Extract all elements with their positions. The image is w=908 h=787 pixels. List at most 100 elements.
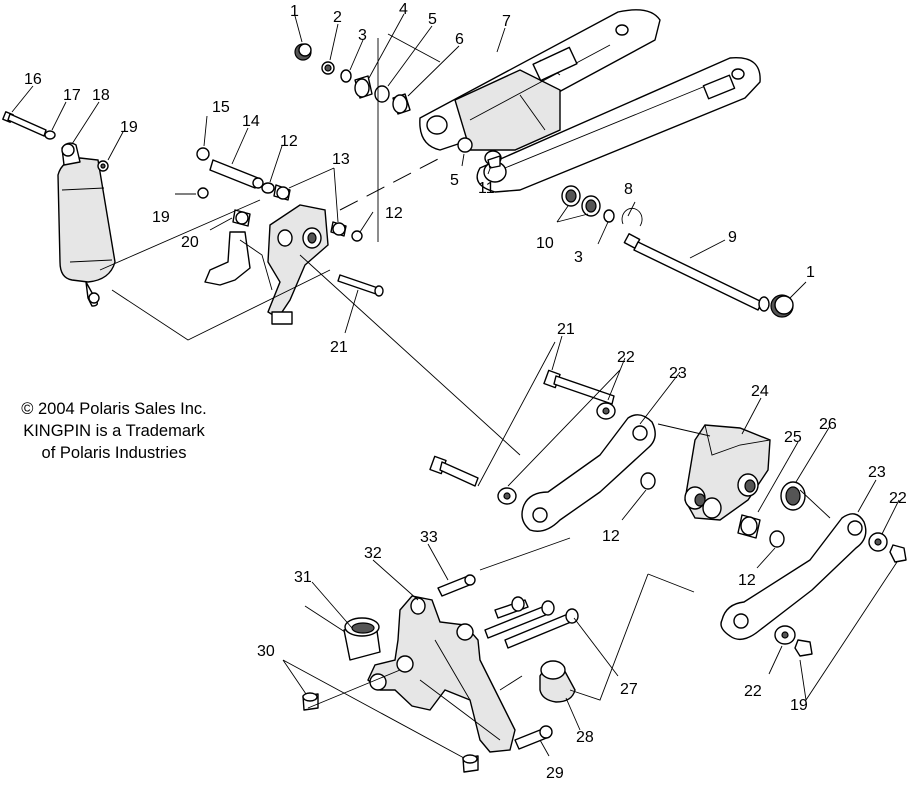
seal-5-lower [457,137,473,153]
washer-2 [321,61,335,75]
callout-6: 6 [455,31,464,48]
callout-20: 20 [181,234,199,251]
pin-29 [514,725,553,750]
bolt-21-lower [429,455,479,487]
bolt-21-upper [543,369,615,405]
pin-33 [437,574,476,597]
callout-29: 29 [546,765,564,782]
washer-22-upper [596,402,616,420]
bolt-9 [623,233,770,312]
callout-21-upper: 21 [557,321,575,338]
snap-ring-8 [621,207,643,227]
bushing-13-left [273,184,291,201]
callout-27: 27 [620,681,638,698]
copyright-line-2: KINGPIN is a Trademark [23,422,205,440]
callout-12-link: 12 [602,528,620,545]
callout-12-lower: 12 [738,572,756,589]
callout-22-upper: 22 [617,349,635,366]
callout-22-right: 22 [889,490,907,507]
callout-18: 18 [92,87,110,104]
washer-17 [44,130,56,140]
washer-22-lower [497,487,517,505]
washer-22-right [868,532,888,552]
copyright-line-1: © 2004 Polaris Sales Inc. [21,400,207,418]
callout-33: 33 [420,529,438,546]
callout-16: 16 [24,71,42,88]
nut-19-bottom [794,639,813,657]
callout-5-lower: 5 [450,172,459,189]
oring-3-lower [603,209,615,223]
callout-8: 8 [624,181,633,198]
callout-25: 25 [784,429,802,446]
bolt-16 [2,111,47,137]
link-23-left [521,414,656,532]
lower-arm-32 [367,595,516,753]
nut-19-mid [197,187,209,199]
carrier-24 [684,424,771,521]
swing-arm [419,9,761,193]
nut-19-right [889,544,907,563]
cap-1-lower [770,294,794,318]
callout-11: 11 [478,180,495,197]
callout-7: 7 [502,13,511,30]
callout-2: 2 [333,9,342,26]
pin-21-middle [337,274,384,297]
bushing-26 [780,481,806,511]
leader-lines [11,13,900,759]
callout-15: 15 [212,99,230,116]
callout-24: 24 [751,383,769,400]
callout-1-top: 1 [290,3,299,20]
washer-22-bottom [774,625,796,645]
callout-32: 32 [364,545,382,562]
bearing-10b [581,195,601,217]
bushing-25 [737,514,761,539]
callout-4: 4 [399,1,408,18]
bushing-13-right [330,221,347,237]
callout-19-bottom: 19 [790,697,808,714]
callout-19-top: 19 [120,119,138,136]
callout-30: 30 [257,643,275,660]
callout-22-bottom: 22 [744,683,762,700]
oring-12-right [351,230,363,242]
callout-1-lower: 1 [806,264,815,281]
callout-17: 17 [63,87,81,104]
link-23-right [720,513,867,641]
bushings-30 [302,692,479,773]
cap-1-top [294,43,312,61]
bolts-27 [484,596,579,649]
callout-26: 26 [819,416,837,433]
callout-23-right: 23 [868,464,886,481]
callout-12-upper: 12 [280,133,298,150]
copyright-line-3: of Polaris Industries [41,444,187,462]
callout-19-mid: 19 [152,209,170,226]
rocker-bracket [204,204,329,325]
bushing-28 [539,660,576,703]
callout-3-lower: 3 [574,249,583,266]
nut-19-top-hole [100,163,106,169]
callout-10: 10 [536,235,554,252]
oring-12-upper [261,182,275,194]
bearing-10a [561,185,581,207]
copyright-notice: © 2004 Polaris Sales Inc. KINGPIN is a T… [0,398,228,464]
bushing-4 [354,75,373,99]
callout-31: 31 [294,569,312,586]
shock-absorber [57,142,116,307]
callout-12-right: 12 [385,205,403,222]
callout-21-middle: 21 [330,339,348,356]
oring-3-top [340,69,352,83]
oring-12-lower [769,530,785,548]
callout-28: 28 [576,729,594,746]
shaft-14 [209,159,264,189]
bushing-31 [343,617,381,661]
seal-5-top [374,85,390,103]
callout-5-top: 5 [428,11,437,28]
callout-14: 14 [242,113,260,130]
spacer-20 [232,209,251,227]
bushing-11 [484,150,502,169]
callout-23-left: 23 [669,365,687,382]
bushing-6 [392,93,411,115]
callout-13: 13 [332,151,350,168]
washer-15 [196,147,210,161]
